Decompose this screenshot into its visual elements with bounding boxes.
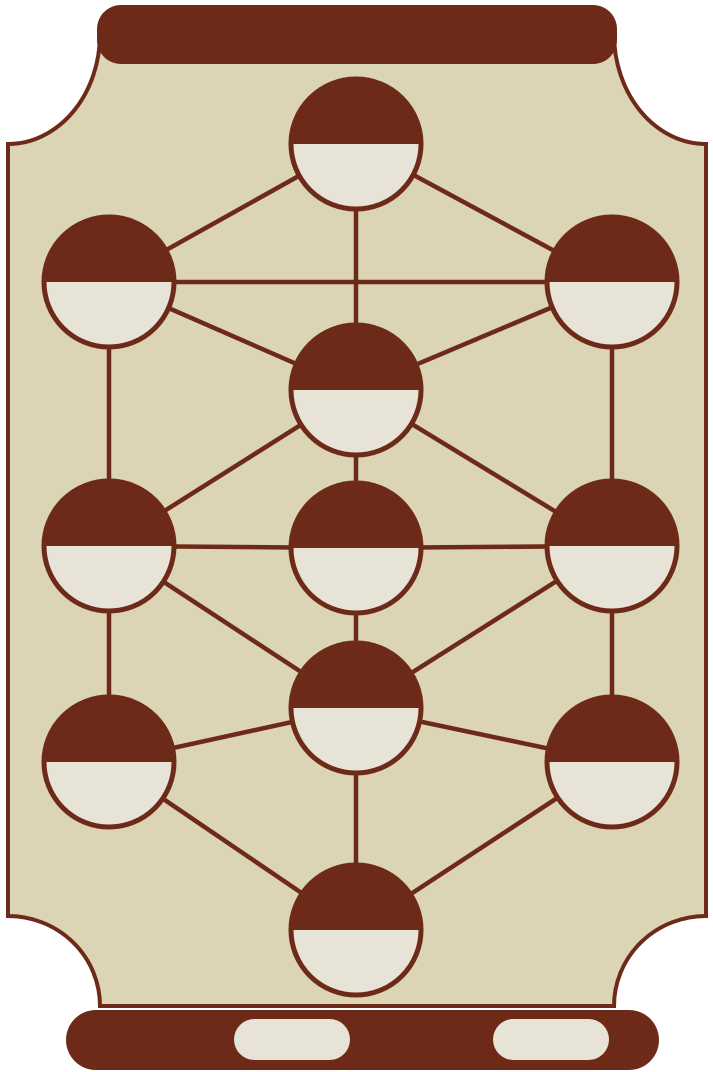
node-ring [288,640,424,776]
node-bottom[interactable] [288,862,424,998]
node-ring [288,322,424,458]
node-lower-left[interactable] [41,694,177,830]
node-middle-right[interactable] [544,478,680,614]
node-middle-left[interactable] [41,478,177,614]
node-ring [544,694,680,830]
top-bar [97,5,617,64]
node-cap [291,79,421,144]
node-middle-center[interactable] [288,480,424,616]
node-lower-right[interactable] [544,694,680,830]
node-cap [291,643,421,708]
node-cap [44,217,174,282]
node-upper-center[interactable] [288,322,424,458]
node-ring [41,694,177,830]
footer-button-left[interactable] [234,1019,350,1060]
node-ring [288,862,424,998]
node-upper-left[interactable] [41,214,177,350]
node-ring [544,478,680,614]
node-cap [291,483,421,548]
node-lower-center[interactable] [288,640,424,776]
node-cap [44,697,174,762]
node-cap [547,697,677,762]
footer-button-right[interactable] [493,1019,609,1060]
node-ring [544,214,680,350]
node-ring [41,478,177,614]
node-cap [547,217,677,282]
node-upper-right[interactable] [544,214,680,350]
node-cap [291,865,421,930]
nodes-layer [41,76,680,998]
node-cap [291,325,421,390]
node-ring [41,214,177,350]
node-ring [288,76,424,212]
node-cap [44,481,174,546]
node-cap [547,481,677,546]
node-ring [288,480,424,616]
node-top[interactable] [288,76,424,212]
